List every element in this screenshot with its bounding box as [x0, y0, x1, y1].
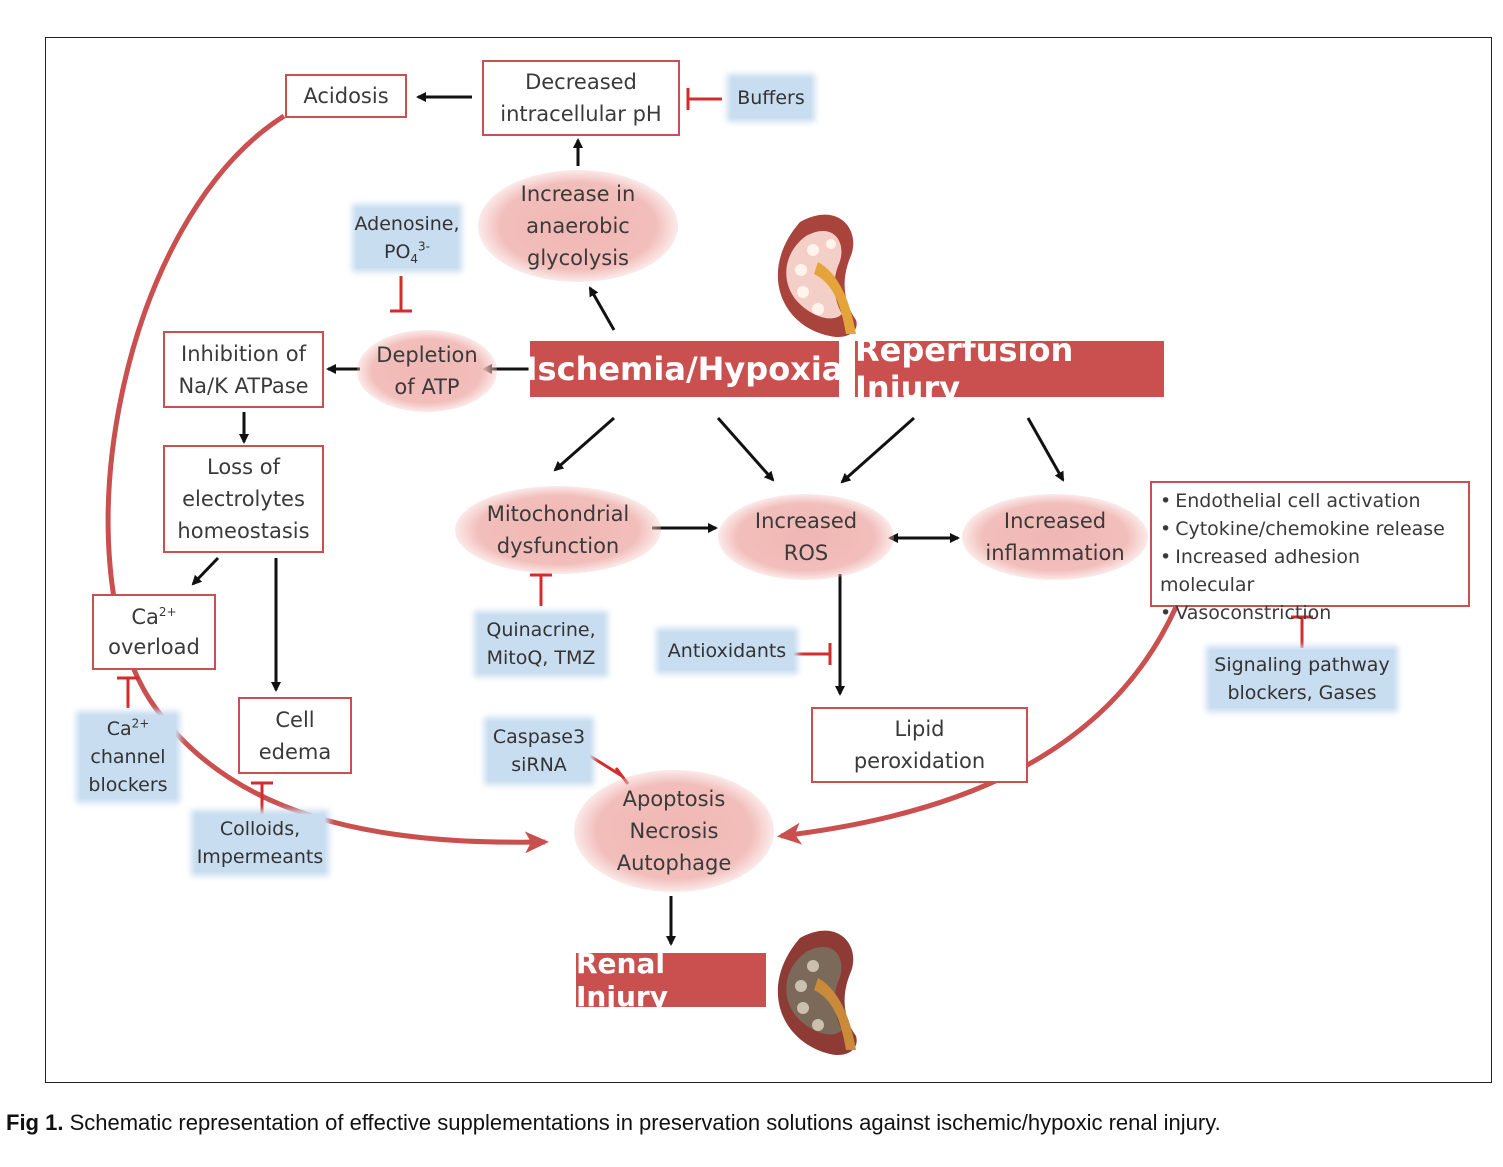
left-arc-arrow	[105, 113, 549, 854]
ca-channel-line1: Ca2+	[106, 716, 150, 740]
endothelial-effects-box: Endothelial cell activation Cytokine/che…	[1150, 481, 1470, 624]
cell-edema-box: Cell edema	[238, 697, 352, 774]
antioxidants-label: Antioxidants	[660, 632, 794, 670]
arrow-loss-to-ca	[191, 556, 220, 586]
arrow-ischemia-to-mito	[553, 416, 615, 472]
ca-channel-line2: channel blockers	[88, 746, 168, 796]
quinacrine-label: Quinacrine, MitoQ, TMZ	[478, 615, 604, 673]
increased-ros-ellipse: Increased ROS	[718, 494, 894, 580]
inhibit-antioxidants	[792, 643, 832, 665]
reperfusion-injury-banner: Reperfusion Injury	[855, 331, 1164, 407]
depletion-atp-ellipse: Depletion of ATP	[357, 330, 497, 412]
renal-injury-banner: Renal Injury	[576, 947, 766, 1013]
anaerobic-glycolysis-ellipse: Increase in anaerobic glycolysis	[478, 170, 678, 282]
figure-frame	[45, 37, 1492, 1083]
caspase-label: Caspase3 siRNA	[488, 721, 590, 781]
ischemia-hypoxia-banner: Ischemia/Hypoxia	[526, 341, 843, 397]
apoptosis-necrosis-ellipse: Apoptosis Necrosis Autophage	[574, 770, 774, 892]
mitochondrial-dysfunction-ellipse: Mitochondrial dysfunction	[455, 486, 661, 574]
inhibition-atpase-box: Inhibition of Na/K ATPase	[163, 331, 324, 408]
endothelial-item: Vasoconstriction	[1160, 599, 1460, 627]
adenosine-line1: Adenosine,	[354, 213, 460, 235]
buffers-label: Buffers	[731, 78, 811, 118]
adenosine-label: Adenosine, PO43-	[354, 208, 460, 268]
signaling-blockers-label: Signaling pathway blockers, Gases	[1210, 650, 1394, 708]
arrow-reperfusion-to-inflammation	[1026, 417, 1065, 482]
arrow-ischemia-to-glycolysis	[588, 286, 616, 331]
acidosis-box: Acidosis	[285, 74, 407, 118]
ca-overload-box: Ca2+ overload	[92, 594, 216, 670]
ca-overload-line2: overload	[108, 635, 200, 659]
figure-caption: Fig 1. Schematic representation of effec…	[6, 1110, 1221, 1136]
inhibit-ca-channel	[117, 676, 139, 708]
loss-electrolytes-box: Loss of electrolytes homeostasis	[163, 445, 324, 553]
ca-overload-line1: Ca2+	[131, 605, 177, 629]
decreased-ph-box: Decreased intracellular pH	[482, 60, 680, 136]
colloids-label: Colloids, Impermeants	[195, 814, 325, 872]
adenosine-line2: PO43-	[383, 239, 431, 266]
healthy-kidney-icon	[777, 214, 857, 338]
inhibit-adenosine	[390, 276, 412, 313]
increased-inflammation-ellipse: Increased inflammation	[962, 494, 1148, 580]
caption-text: Schematic representation of effective su…	[63, 1110, 1221, 1135]
lipid-peroxidation-box: Lipid peroxidation	[811, 707, 1028, 783]
injured-kidney-icon	[777, 930, 857, 1056]
endothelial-item: Increased adhesion molecular	[1160, 543, 1460, 599]
right-arc-arrow	[777, 605, 1179, 845]
endothelial-item: Cytokine/chemokine release	[1160, 515, 1460, 543]
inhibit-colloids	[251, 781, 273, 814]
inhibit-buffers	[686, 88, 722, 110]
endothelial-item: Endothelial cell activation	[1160, 487, 1460, 515]
arrow-reperfusion-to-ros	[840, 416, 915, 484]
caption-label: Fig 1.	[6, 1110, 64, 1135]
ca-channel-blockers-label: Ca2+ channel blockers	[80, 715, 176, 799]
inhibit-quinacrine	[530, 573, 552, 606]
arrow-ischemia-to-ros	[716, 417, 775, 482]
